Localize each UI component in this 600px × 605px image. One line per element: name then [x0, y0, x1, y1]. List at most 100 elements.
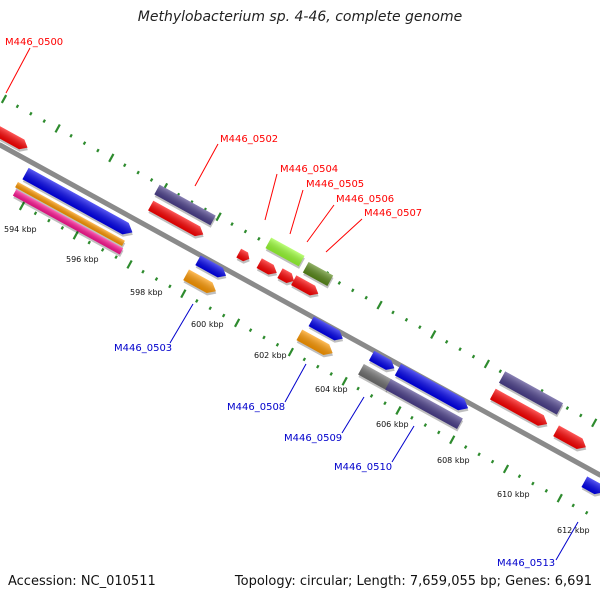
- feature-m446-0506[interactable]: [290, 275, 322, 301]
- bottom-row-tick: [47, 218, 51, 223]
- feature-m446-0513[interactable]: [581, 476, 600, 500]
- kbp-label-604: 604 kbp: [315, 385, 348, 394]
- leader-m446-0504: [264, 173, 278, 221]
- bottom-row-tick: [477, 452, 481, 457]
- label-leader-lines: [5, 47, 579, 561]
- bottom-row-tick: [33, 211, 38, 216]
- top-row-tick: [591, 418, 598, 428]
- bottom-row-tick: [395, 406, 402, 415]
- top-row-tick: [69, 133, 73, 138]
- bottom-row-tick: [114, 255, 118, 260]
- feature-purple-right[interactable]: [498, 371, 564, 418]
- feature-m446-0503[interactable]: [182, 269, 220, 299]
- bottom-row-tick: [126, 259, 133, 269]
- bottom-row-tick: [502, 464, 510, 474]
- top-row-tick: [243, 229, 248, 234]
- top-row-tick: [54, 123, 61, 133]
- gene-label-m446-0509[interactable]: M446_0509: [284, 433, 342, 444]
- bottom-row-tick: [168, 284, 172, 289]
- gene-label-m446-0504[interactable]: M446_0504: [280, 164, 338, 175]
- feature-m446-0503-blue[interactable]: [194, 255, 230, 283]
- tick-row-bottom: [18, 201, 589, 515]
- top-row-tick: [122, 163, 127, 168]
- kbp-labels: 594 kbp 596 kbp 598 kbp 600 kbp 602 kbp …: [4, 225, 590, 535]
- gene-label-m446-0505[interactable]: M446_0505: [306, 179, 364, 190]
- top-row-tick: [149, 178, 154, 182]
- leader-m446-0500: [5, 47, 31, 94]
- bottom-row-tick: [154, 277, 159, 281]
- feature-m446-0500[interactable]: [0, 123, 31, 155]
- bottom-row-tick: [275, 342, 280, 347]
- feature-m446-0505[interactable]: [264, 237, 305, 269]
- gene-label-m446-0507[interactable]: M446_0507: [364, 208, 422, 219]
- gene-label-m446-0506[interactable]: M446_0506: [336, 194, 394, 205]
- bottom-row-tick: [369, 393, 374, 398]
- bottom-row-tick: [87, 240, 91, 245]
- feature-m446-0508[interactable]: [295, 329, 336, 361]
- gene-label-m446-0502[interactable]: M446_0502: [220, 134, 278, 145]
- bottom-row-tick: [302, 357, 307, 362]
- feature-m446-0508-blue[interactable]: [308, 316, 347, 346]
- gene-label-m446-0503[interactable]: M446_0503: [114, 343, 172, 354]
- bottom-row-tick: [248, 328, 253, 333]
- leader-m446-0510: [391, 425, 415, 463]
- bottom-row-tick: [72, 230, 79, 240]
- bottom-row-tick: [262, 335, 266, 340]
- bottom-row-tick: [60, 225, 65, 230]
- kbp-label-598: 598 kbp: [130, 288, 163, 297]
- bottom-row-tick: [356, 386, 360, 391]
- gene-label-m446-0513[interactable]: M446_0513: [497, 558, 555, 569]
- top-row-tick: [230, 222, 234, 227]
- bottom-row-tick: [571, 503, 575, 508]
- top-row-tick: [444, 339, 449, 344]
- feature-m446-0502[interactable]: [147, 200, 207, 242]
- feature-red-right-2[interactable]: [552, 425, 590, 455]
- feature-orange-long[interactable]: [14, 181, 126, 249]
- feature-blue-long[interactable]: [21, 167, 136, 241]
- bottom-row-tick: [556, 493, 563, 503]
- feature-m446-0510[interactable]: [384, 378, 464, 432]
- top-row-tick: [96, 148, 100, 153]
- bottom-row-tick: [316, 364, 320, 369]
- feature-red-b[interactable]: [276, 268, 298, 288]
- feature-magenta-long[interactable]: [12, 189, 125, 257]
- top-row-tick: [483, 359, 491, 369]
- feature-red-a[interactable]: [256, 258, 281, 280]
- feature-m446-0502-purple[interactable]: [153, 184, 217, 228]
- top-row-tick: [364, 295, 368, 300]
- top-row-tick: [0, 94, 8, 104]
- bottom-row-tick: [410, 415, 414, 420]
- bottom-row-tick: [208, 306, 212, 311]
- top-row-tick: [15, 104, 20, 109]
- top-row-tick: [351, 288, 355, 293]
- feature-m446-0509[interactable]: [357, 364, 393, 393]
- bottom-row-tick: [233, 318, 241, 328]
- bottom-row-tick: [584, 510, 589, 515]
- bottom-row-tick: [383, 401, 387, 406]
- top-row-tick: [29, 111, 33, 116]
- top-row-tick: [136, 170, 140, 175]
- gene-label-m446-0510[interactable]: M446_0510: [334, 462, 392, 473]
- top-row-tick: [430, 330, 437, 339]
- top-row-tick: [458, 347, 462, 352]
- bottom-row-tick: [180, 289, 187, 299]
- feature-m446-0510-blue[interactable]: [394, 364, 473, 416]
- bottom-row-tick: [437, 430, 441, 435]
- gene-labels-top: M446_0500 M446_0502 M446_0504 M446_0505 …: [5, 37, 422, 219]
- top-row-tick: [42, 119, 46, 124]
- feature-m446-0509-blue[interactable]: [368, 350, 398, 376]
- gene-label-m446-0500[interactable]: M446_0500: [5, 37, 63, 48]
- map-title: Methylobacterium sp. 4-46, complete geno…: [137, 9, 463, 25]
- bottom-row-tick: [141, 269, 145, 274]
- leader-m446-0502: [194, 143, 219, 187]
- kbp-label-602: 602 kbp: [254, 351, 287, 360]
- bottom-row-tick: [100, 247, 105, 252]
- feature-red-right[interactable]: [489, 388, 551, 432]
- gene-label-m446-0508[interactable]: M446_0508: [227, 402, 285, 413]
- kbp-label-612: 612 kbp: [557, 526, 590, 535]
- top-row-tick: [404, 317, 409, 322]
- feature-m446-0507[interactable]: [302, 261, 335, 289]
- bottom-row-tick: [531, 481, 535, 486]
- feature-m446-0504-small[interactable]: [235, 248, 253, 266]
- bottom-row-tick: [517, 474, 522, 479]
